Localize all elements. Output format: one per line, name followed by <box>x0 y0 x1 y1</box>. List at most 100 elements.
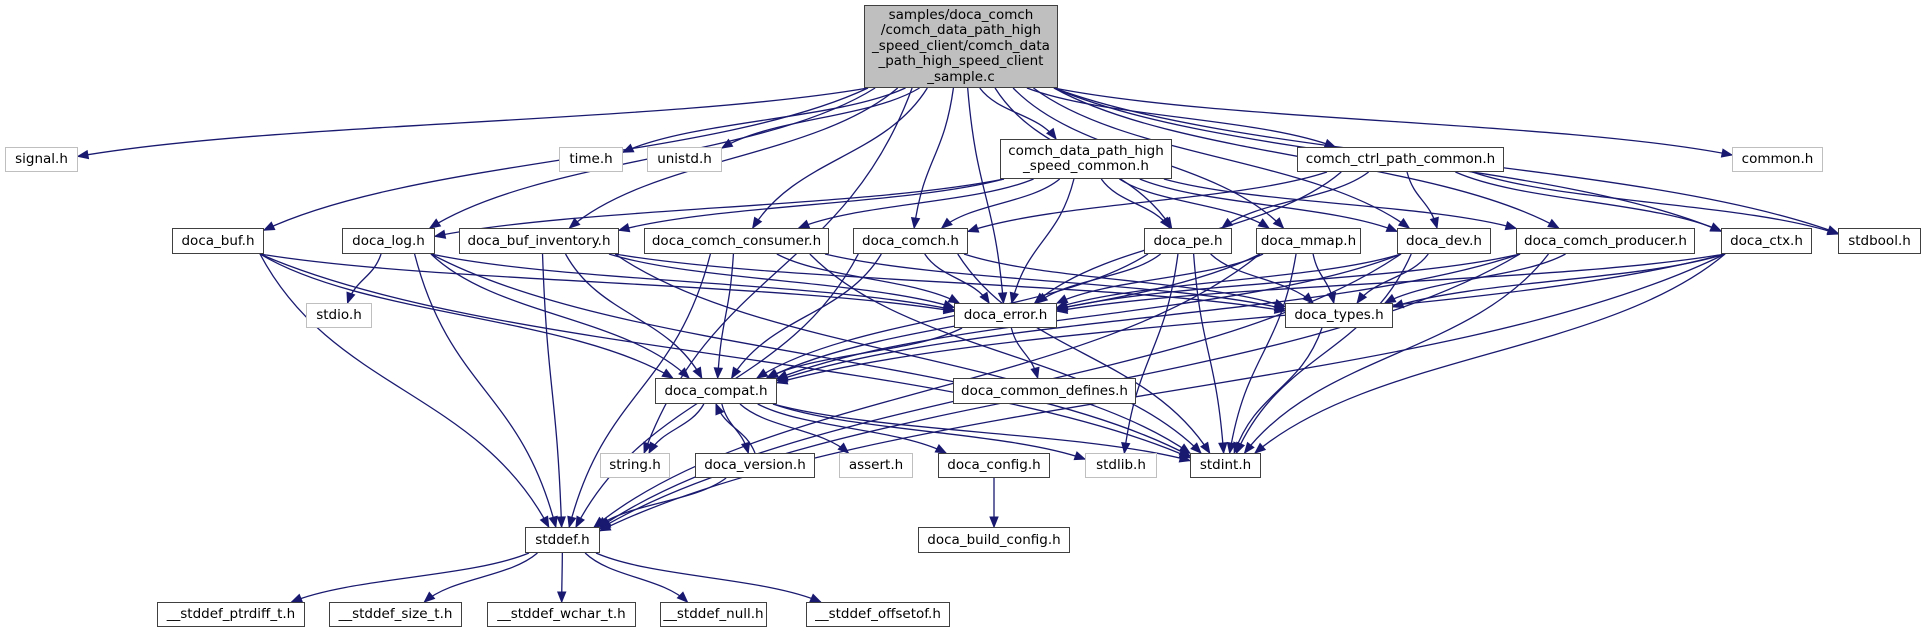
node-doca-error[interactable]: doca_error.h <box>954 303 1057 328</box>
arrowhead-icon <box>1385 223 1399 232</box>
arrowhead-icon <box>752 216 763 230</box>
arrowhead-icon <box>1190 442 1202 454</box>
node-hs-common[interactable]: comch_data_path_high _speed_common.h <box>1000 139 1172 179</box>
node-sd-ptrdiff[interactable]: __stddef_ptrdiff_t.h <box>157 602 305 627</box>
arrowhead-icon <box>1709 222 1723 232</box>
node-sd-size[interactable]: __stddef_size_t.h <box>329 602 462 627</box>
edge-doca_comch_producer-to-stdint <box>1244 253 1550 454</box>
edge-doca_compat-to-doca_config <box>757 403 947 454</box>
node-doca-build-config[interactable]: doca_build_config.h <box>918 527 1070 553</box>
edge-doca_log-to-stddef <box>413 253 557 528</box>
arrowhead-icon <box>947 293 961 304</box>
edge-doca_version-to-stddef <box>596 477 727 528</box>
edge-doca_buf-to-doca_compat <box>259 253 674 379</box>
arrowhead-icon <box>755 368 769 379</box>
arrowhead-icon <box>617 223 631 233</box>
arrowhead-icon <box>1159 216 1171 230</box>
node-doca-comch[interactable]: doca_comch.h <box>853 228 968 254</box>
edge-doca_mmap-to-stdint <box>1229 253 1297 454</box>
edge-doca_comch-to-doca_types <box>963 253 1286 308</box>
node-doca-log[interactable]: doca_log.h <box>342 228 435 254</box>
arrowhead-icon <box>676 591 689 603</box>
node-ctrl-common[interactable]: comch_ctrl_path_common.h <box>1297 147 1504 172</box>
arrowhead-icon <box>1272 217 1285 229</box>
arrowhead-icon <box>595 516 609 528</box>
edge-hs_common-to-doca_log <box>434 178 1005 237</box>
node-stdbool[interactable]: stdbool.h <box>1838 228 1921 254</box>
node-doca-ctx[interactable]: doca_ctx.h <box>1721 228 1812 254</box>
edge-doca_comch_producer-to-doca_error <box>1056 253 1521 310</box>
edge-doca_compat-to-assert <box>739 403 849 454</box>
edge-root-to-common <box>1053 87 1733 156</box>
node-unistd: unistd.h <box>647 147 722 172</box>
edge-doca_pe-to-stdint <box>1192 253 1225 454</box>
edge-doca_error-to-doca_compat <box>766 327 963 379</box>
edge-hs_common-to-doca_buf_inventory <box>618 178 1005 231</box>
edge-hs_common-to-doca_mmap <box>1119 178 1270 229</box>
arrowhead-icon <box>1504 221 1518 231</box>
arrowhead-icon <box>797 219 811 229</box>
node-doca-mmap[interactable]: doca_mmap.h <box>1256 228 1361 254</box>
arrowhead-icon <box>423 591 436 603</box>
node-doca-common-defines[interactable]: doca_common_defines.h <box>953 378 1136 404</box>
edge-hs_common-to-doca_comch_consumer <box>798 178 1034 229</box>
edge-root-to-doca_error <box>967 87 1005 304</box>
node-stdlib: stdlib.h <box>1085 453 1157 478</box>
arrowhead-icon <box>715 402 725 416</box>
arrowhead-icon <box>556 516 566 529</box>
node-sd-null[interactable]: __stddef_null.h <box>660 602 767 627</box>
node-stddef[interactable]: stddef.h <box>525 527 600 553</box>
edge-doca_buf_inventory-to-doca_error <box>608 253 955 309</box>
arrowhead-icon <box>692 366 703 380</box>
node-doca-comch-producer[interactable]: doca_comch_producer.h <box>1516 228 1695 254</box>
arrowhead-icon <box>548 515 558 529</box>
arrowhead-icon <box>1035 292 1049 304</box>
node-doca-buf[interactable]: doca_buf.h <box>172 228 264 254</box>
edge-doca_ctx-to-stdint <box>1254 253 1726 454</box>
edge-doca_buf-to-stdint <box>259 253 1191 459</box>
node-doca-comch-consumer[interactable]: doca_comch_consumer.h <box>644 228 829 254</box>
arrowhead-icon <box>346 291 356 305</box>
edge-doca_comch-to-stdint <box>957 253 1211 454</box>
edge-doca_pe-to-doca_types <box>1210 253 1314 304</box>
node-sd-wchar[interactable]: __stddef_wchar_t.h <box>487 602 636 627</box>
arrowhead-icon <box>290 593 304 603</box>
arrowhead-icon <box>942 299 956 309</box>
edge-doca_ctx-to-doca_types <box>1392 253 1726 308</box>
node-doca-dev[interactable]: doca_dev.h <box>1397 228 1491 254</box>
arrowhead-icon <box>661 368 674 379</box>
arrowhead-icon <box>1429 216 1439 230</box>
arrowhead-icon <box>1720 148 1734 158</box>
node-doca-types[interactable]: doca_types.h <box>1285 303 1393 328</box>
arrowhead-icon <box>979 291 990 305</box>
node-doca-compat[interactable]: doca_compat.h <box>655 378 777 404</box>
arrowhead-icon <box>1220 217 1234 229</box>
node-sd-offsetof[interactable]: __stddef_offsetof.h <box>806 602 950 627</box>
edge-hs_common-to-doca_comch_producer <box>1163 178 1517 230</box>
node-stdint[interactable]: stdint.h <box>1190 453 1261 478</box>
arrowhead-icon <box>1356 291 1368 305</box>
arrowhead-icon <box>1178 453 1192 463</box>
node-doca-buf-inventory[interactable]: doca_buf_inventory.h <box>459 228 619 254</box>
edge-doca_buf_inventory-to-doca_compat <box>564 253 703 379</box>
edge-ctrl_common-to-doca_comch <box>967 171 1328 233</box>
node-stdio: stdio.h <box>306 303 372 328</box>
node-doca-pe[interactable]: doca_pe.h <box>1144 228 1232 254</box>
edge-stddef-to-sd_size <box>423 552 538 603</box>
node-doca-config[interactable]: doca_config.h <box>938 453 1050 478</box>
edge-doca_mmap-to-stddef <box>593 253 1261 528</box>
edge-root-to-doca_buf_inventory <box>569 87 899 229</box>
arrowhead-icon <box>1226 441 1237 455</box>
arrowhead-icon <box>809 593 822 603</box>
edge-doca_buf_inventory-to-stddef <box>541 253 563 528</box>
edge-doca_comch_producer-to-doca_compat <box>776 253 1521 382</box>
edge-hs_common-to-doca_error <box>1011 178 1075 304</box>
node-doca-version[interactable]: doca_version.h <box>695 453 815 478</box>
node-string: string.h <box>600 453 670 478</box>
edge-doca_compat-to-stdlib <box>772 403 1086 460</box>
edge-stddef-to-sd_offsetof <box>595 552 821 603</box>
arrowhead-icon <box>1233 441 1243 455</box>
edge-doca_buf-to-stddef <box>259 253 550 528</box>
edge-doca_mmap-to-doca_error <box>1056 253 1264 304</box>
edge-doca_comch-to-doca_error <box>924 253 990 304</box>
